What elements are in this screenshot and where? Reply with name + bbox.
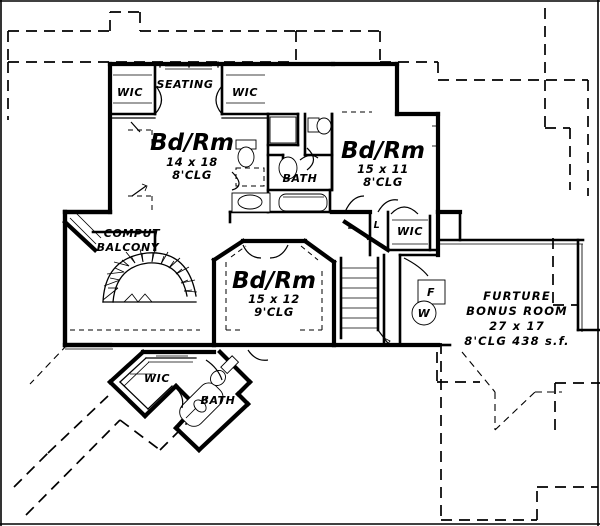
bath-center-room xyxy=(231,112,334,214)
bedroom-right-ceiling: 8'CLG xyxy=(363,175,403,189)
bedroom-right-label-group: Bd/Rm 15 x 11 8'CLG xyxy=(341,138,425,189)
furnace-label: F xyxy=(427,286,435,299)
bonus-room-dimensions: 27 x 17 xyxy=(489,319,545,333)
wic-bottom-label: WIC xyxy=(144,372,170,385)
linen-closet-label: L xyxy=(374,220,381,231)
bonus-room-line2: BONUS ROOM xyxy=(466,304,568,318)
bonus-room-ceiling-area: 8'CLG 438 s.f. xyxy=(464,334,570,348)
bedroom-left-ceiling: 8'CLG xyxy=(172,168,212,182)
seating-alcove xyxy=(159,61,219,70)
bedroom-left-label-group: Bd/Rm 14 x 18 8'CLG xyxy=(150,130,234,182)
bonus-room-line1: FURTURE xyxy=(483,289,551,303)
bath-bottom-label: BATH xyxy=(201,394,236,407)
wic-top-left-room xyxy=(108,62,163,119)
bedroom-front-room xyxy=(211,238,337,361)
straight-staircase xyxy=(331,253,441,348)
bedroom-left-name: Bd/Rm xyxy=(150,130,234,156)
bonus-room-label-group: FURTURE BONUS ROOM 27 x 17 8'CLG 438 s.f… xyxy=(464,289,570,348)
bonus-room-shell xyxy=(435,209,600,347)
bedroom-right-name: Bd/Rm xyxy=(341,138,425,164)
bath-center-label: BATH xyxy=(283,172,318,185)
wic-top-left-label: WIC xyxy=(117,86,143,99)
wic-top-right-label: WIC xyxy=(232,86,258,99)
bedroom-right-dimensions: 15 x 11 xyxy=(357,162,409,176)
computer-balcony-label-group: COMPUT BALCONY xyxy=(97,227,161,254)
wic-top-right-room xyxy=(215,62,270,119)
bedroom-left-dimensions: 14 x 18 xyxy=(166,155,218,169)
seating-label: SEATING xyxy=(157,78,214,91)
bedroom-right-room xyxy=(329,111,438,215)
bottom-wing xyxy=(107,349,253,453)
bedroom-front-label-group: Bd/Rm 15 x 12 9'CLG xyxy=(232,268,316,319)
bedroom-front-ceiling: 9'CLG xyxy=(254,305,294,319)
bedroom-left-closet-shelf xyxy=(128,121,153,214)
wic-right-room xyxy=(342,206,440,257)
balcony-label-line1: COMPUT xyxy=(104,227,161,240)
dashed-context-outline xyxy=(7,8,600,521)
balcony-label-line2: BALCONY xyxy=(97,241,160,254)
water-heater-label: W xyxy=(418,307,431,320)
lower-left-roof-lines xyxy=(62,342,113,350)
mechanical-closet xyxy=(398,253,446,347)
bedroom-front-dimensions: 15 x 12 xyxy=(248,292,300,306)
wic-right-label: WIC xyxy=(397,225,423,238)
bedroom-front-name: Bd/Rm xyxy=(232,268,316,294)
